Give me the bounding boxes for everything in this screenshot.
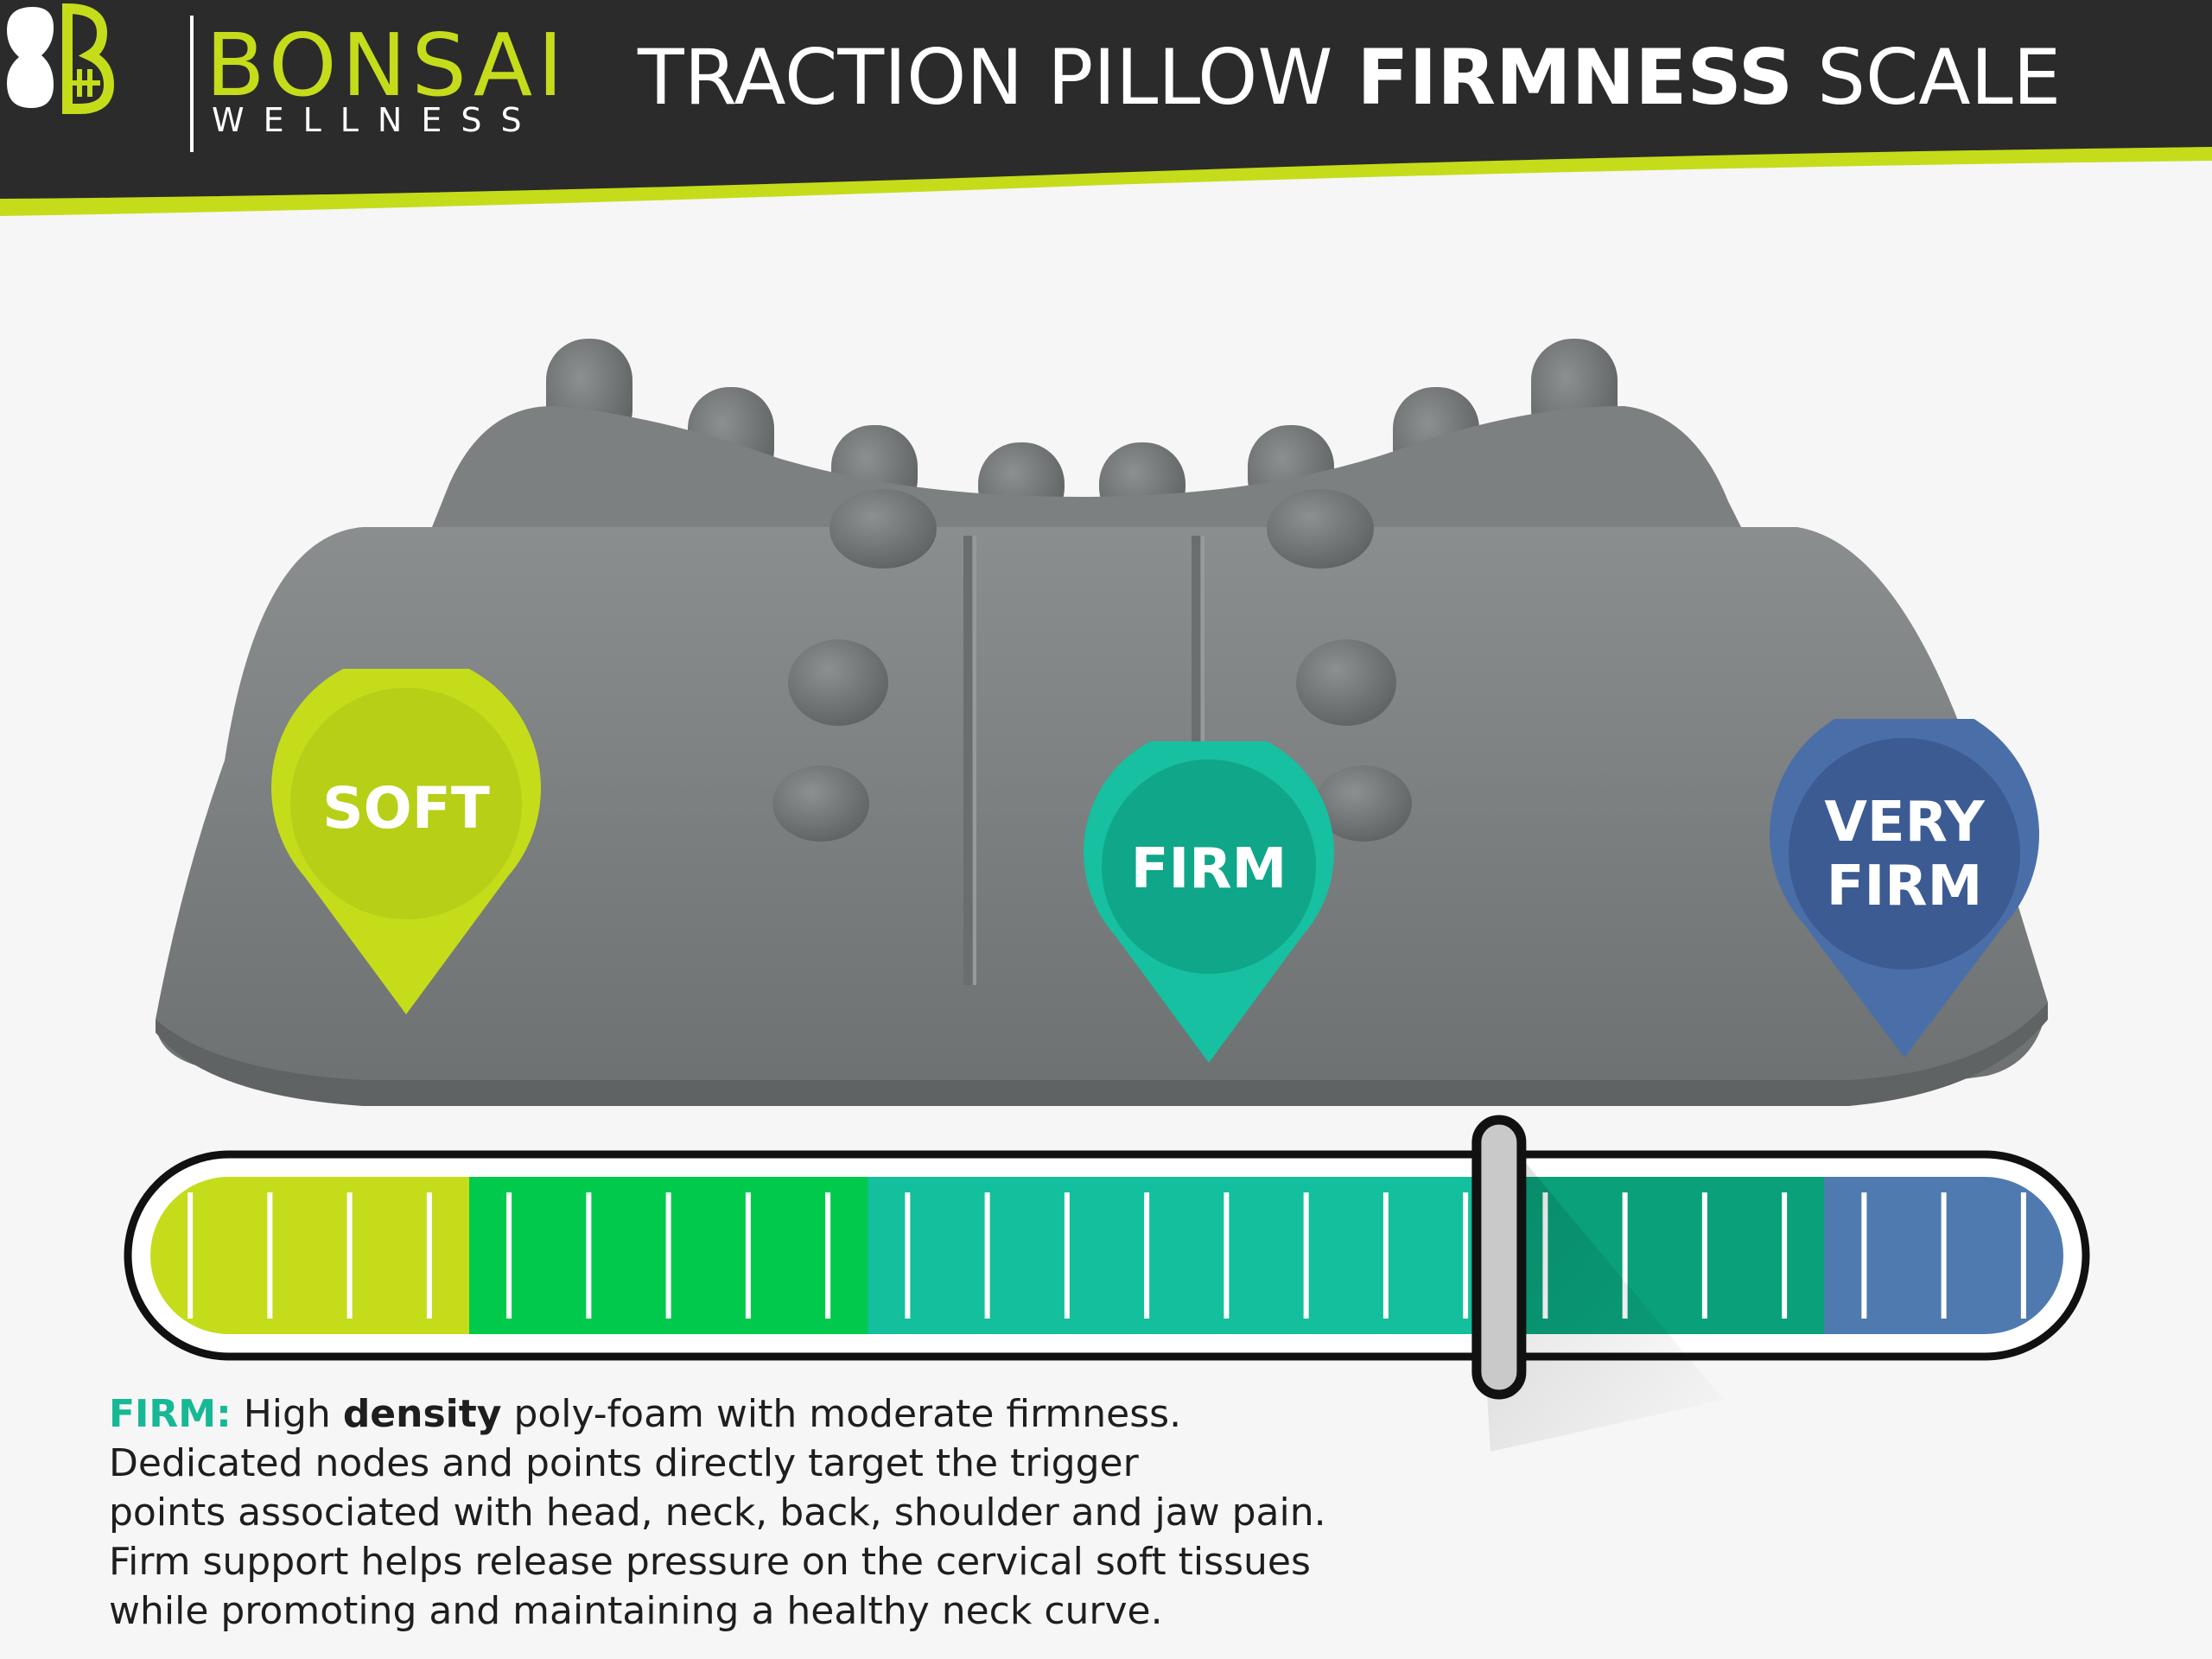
brand-name: BONSAI (206, 15, 569, 116)
pin-soft: SOFT (271, 652, 541, 1014)
description-lead: FIRM: (109, 1392, 232, 1436)
description-text: poly-foam with moderate firmness. (501, 1392, 1182, 1436)
page-title: TRACTION PILLOW FIRMNESS SCALE (638, 40, 2061, 116)
description-line-2: Dedicated nodes and points directly targ… (109, 1441, 1139, 1485)
logo-divider (190, 16, 194, 152)
bonsai-logo-icon (7, 3, 115, 114)
pin-label-firm: FIRM (1130, 837, 1287, 901)
scale-segment-firm (868, 1177, 1507, 1334)
scale-segment-soft (150, 1177, 470, 1334)
header-background (0, 0, 2212, 216)
description-line-4: Firm support helps release pressure on t… (109, 1540, 1311, 1584)
map-pin-icon (1770, 699, 2039, 1058)
pin-label-firm-2: FIRM (1826, 854, 1983, 918)
pin-very-firm: VERY FIRM (1770, 699, 2039, 1058)
pin-label-very: VERY (1824, 791, 1985, 855)
pin-firm: FIRM (1084, 727, 1334, 1063)
description-line-5: while promoting and maintaining a health… (109, 1589, 1163, 1633)
scale-segments (150, 1177, 2063, 1334)
pin-label-soft: SOFT (322, 775, 490, 842)
description-line-1: FIRM: High density poly-foam with modera… (109, 1389, 1509, 1439)
title-part-1: TRACTION PILLOW (638, 33, 1357, 122)
map-pin-icon (1084, 727, 1334, 1063)
firmness-description: FIRM: High density poly-foam with modera… (109, 1389, 1509, 1636)
map-pin-icon (271, 652, 541, 1014)
pin-label-very-firm: VERY FIRM (1770, 791, 2039, 918)
firmness-indicator[interactable] (1471, 1115, 1527, 1400)
header: BONSAI WELLNESS TRACTION PILLOW FIRMNESS… (0, 0, 2212, 225)
description-line-3: points associated with head, neck, back,… (109, 1491, 1326, 1535)
title-bold: FIRMNESS (1357, 33, 1794, 122)
description-text: High (231, 1392, 343, 1436)
title-part-2: SCALE (1793, 33, 2062, 122)
description-bold-word: density (342, 1392, 502, 1436)
brand-subtitle: WELLNESS (212, 101, 541, 139)
indicator-shadow (1476, 1158, 1724, 1452)
